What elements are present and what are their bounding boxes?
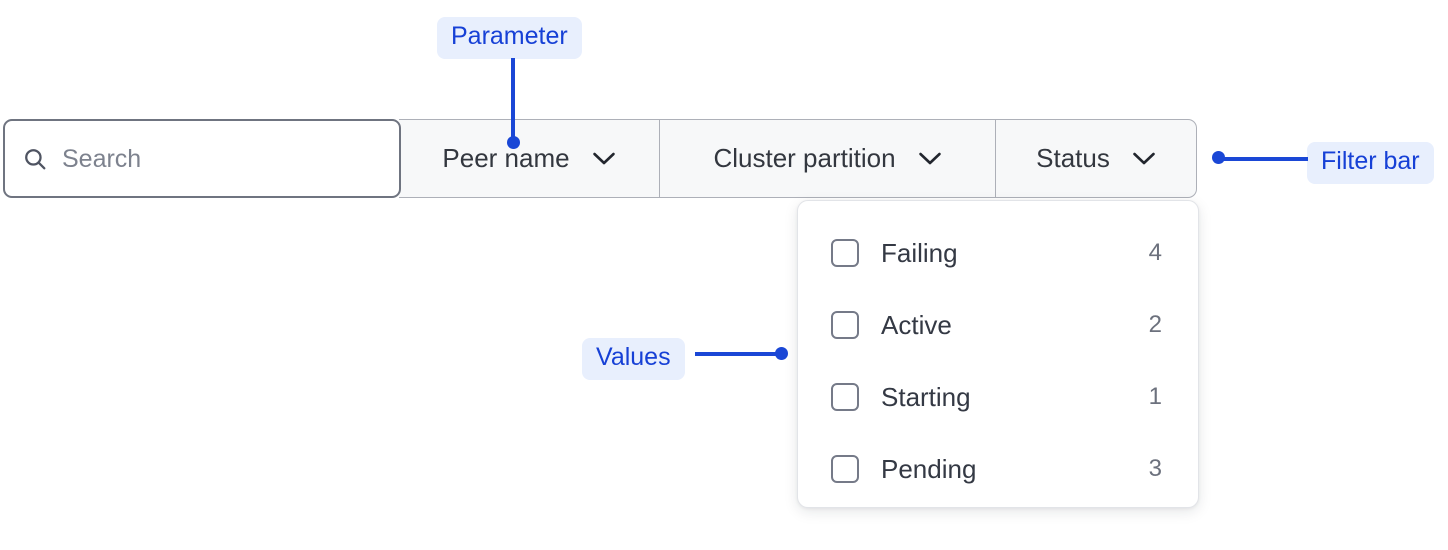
checkbox-active[interactable]	[831, 311, 859, 339]
list-item-count: 1	[1148, 383, 1162, 410]
status-filter-dropdown-panel: Failing 4 Active 2 Starting 1 Pending 3	[797, 200, 1199, 508]
annotation-leader-line-values	[695, 352, 781, 356]
dropdown-peer-name[interactable]: Peer name	[399, 120, 659, 197]
dropdown-status-label: Status	[1036, 143, 1110, 173]
checkbox-failing[interactable]	[831, 239, 859, 267]
dropdown-status[interactable]: Status	[995, 120, 1196, 197]
annotation-leader-line-filter-bar	[1222, 157, 1308, 161]
annotation-dot-filter-bar	[1212, 151, 1225, 164]
search-field[interactable]	[3, 119, 401, 198]
list-item[interactable]: Failing 4	[831, 231, 1162, 275]
annotation-label-filter-bar: Filter bar	[1307, 142, 1434, 184]
dropdown-peer-name-label: Peer name	[442, 143, 570, 173]
checkbox-starting[interactable]	[831, 383, 859, 411]
list-item-count: 3	[1148, 455, 1162, 482]
filter-bar: Peer name Cluster partition Status	[3, 119, 1197, 198]
list-item[interactable]: Starting 1	[831, 375, 1162, 419]
annotation-dot-values	[775, 347, 788, 360]
list-item-count: 4	[1148, 239, 1162, 266]
dropdown-cluster-partition[interactable]: Cluster partition	[659, 120, 995, 197]
list-item-count: 2	[1148, 311, 1162, 338]
list-item-label: Failing	[881, 237, 958, 268]
annotation-label-values: Values	[582, 338, 685, 380]
chevron-down-icon	[918, 152, 941, 165]
annotation-label-parameter: Parameter	[437, 17, 582, 59]
annotation-dot-parameter	[507, 136, 520, 149]
list-item-label: Starting	[881, 381, 971, 412]
list-item-label: Pending	[881, 453, 977, 484]
checkbox-pending[interactable]	[831, 455, 859, 483]
dropdown-cluster-partition-label: Cluster partition	[713, 143, 896, 173]
dropdown-group: Peer name Cluster partition Status	[399, 119, 1197, 198]
annotation-leader-line-parameter	[511, 58, 515, 144]
chevron-down-icon	[592, 152, 615, 165]
list-item[interactable]: Active 2	[831, 303, 1162, 347]
chevron-down-icon	[1133, 152, 1155, 165]
list-item-label: Active	[881, 309, 952, 340]
list-item[interactable]: Pending 3	[831, 447, 1162, 491]
search-input[interactable]	[62, 138, 399, 179]
search-icon	[25, 148, 46, 169]
